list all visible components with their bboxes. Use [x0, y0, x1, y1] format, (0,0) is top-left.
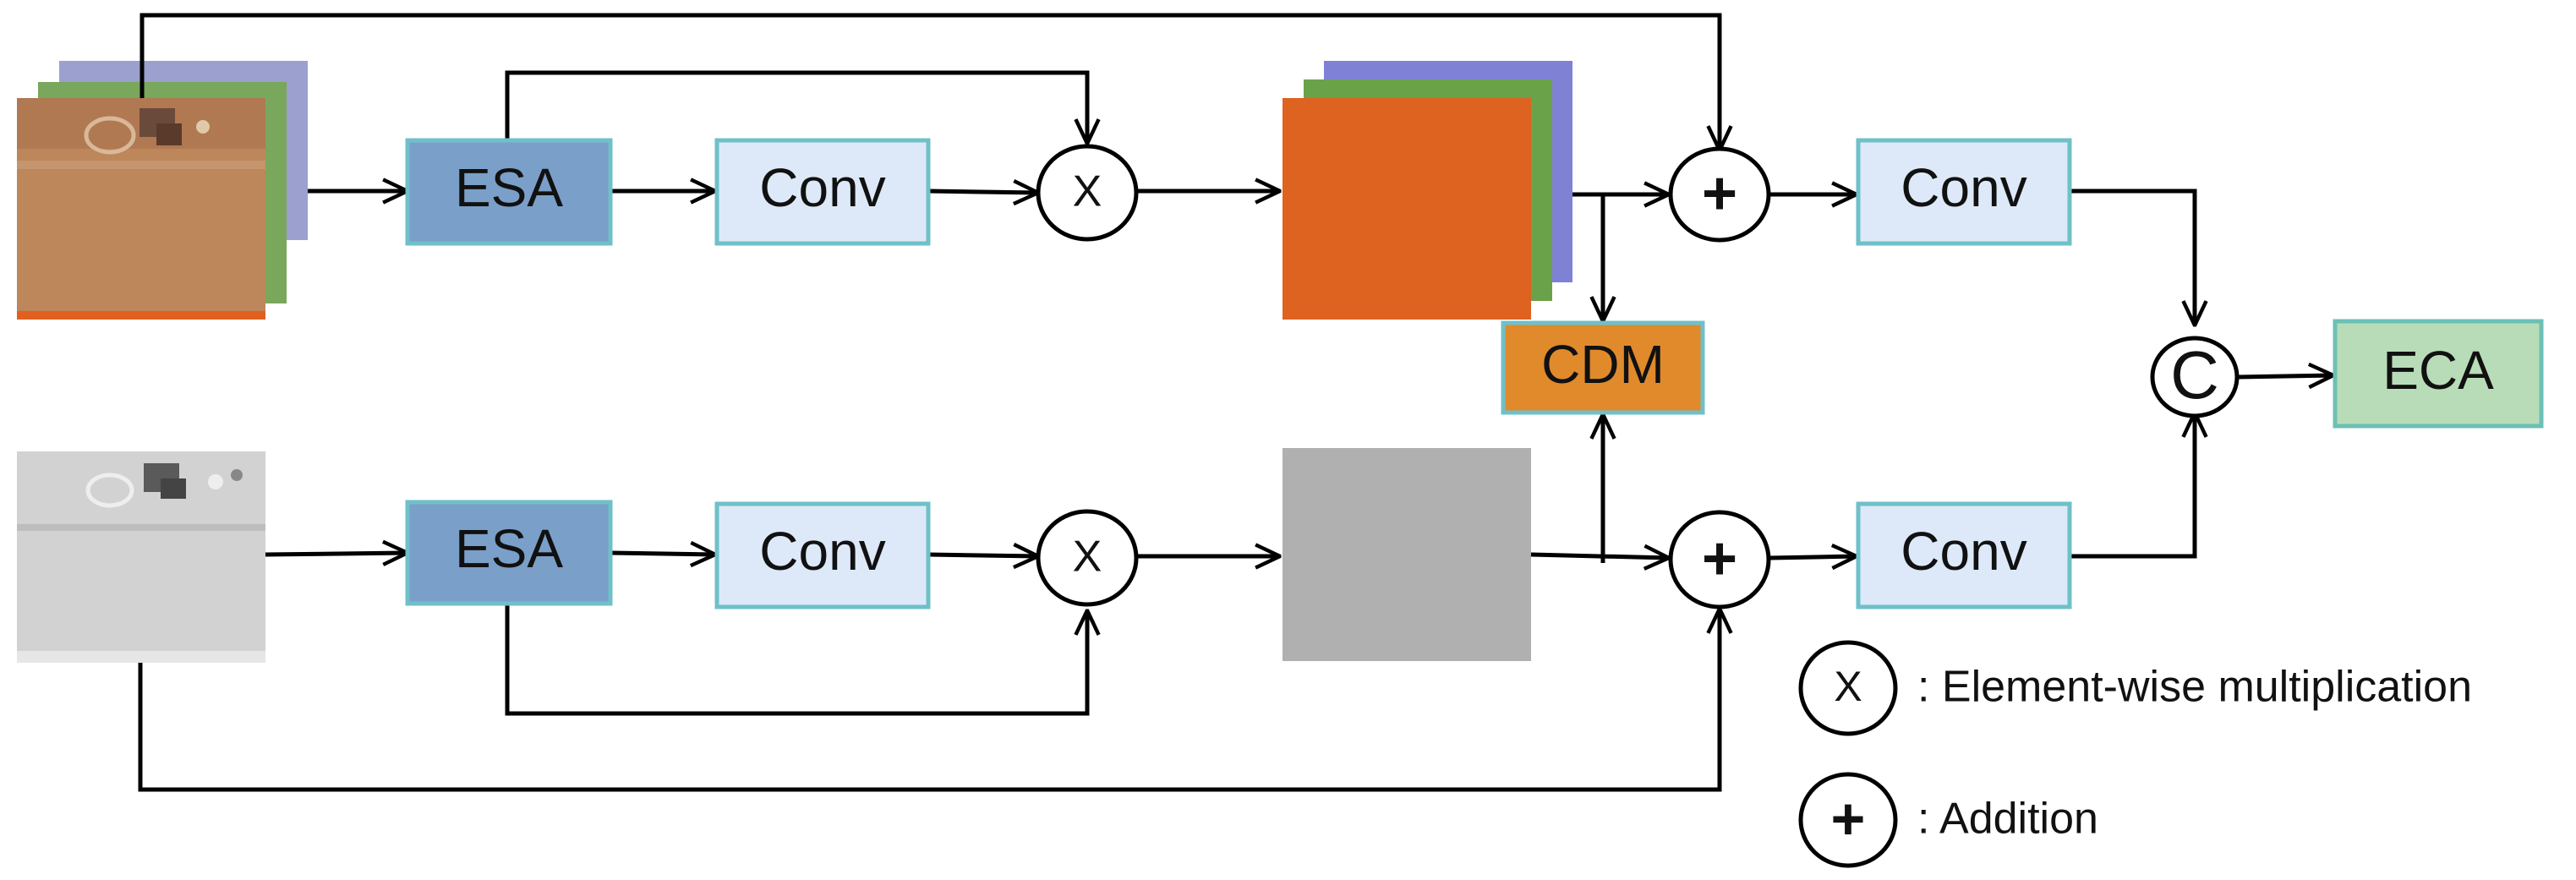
bottom-feature-map — [1283, 448, 1531, 661]
top-feature-map-stack — [1283, 61, 1572, 320]
legend-multiply-label: : Element-wise multiplication — [1917, 663, 2472, 712]
esa-block-top: ESA — [405, 138, 613, 246]
conv-block-top-2: Conv — [1856, 138, 2072, 246]
cdm-label: CDM — [1541, 334, 1665, 395]
multiply-bottom-symbol: X — [1073, 533, 1102, 582]
concat-operator: C — [2150, 336, 2240, 418]
rgb-image-stack-icon — [17, 61, 308, 320]
conv-block-bottom-1: Conv — [714, 501, 931, 609]
conv-bottom-1-label: Conv — [759, 521, 885, 582]
conv-top-1-label: Conv — [759, 157, 885, 218]
connections — [138, 13, 2333, 792]
grayscale-image-icon — [17, 451, 265, 663]
conv-top-2-label: Conv — [1901, 157, 2026, 218]
cdm-block: CDM — [1501, 320, 1705, 415]
legend-add-symbol: + — [1831, 785, 1866, 851]
legend: X : Element-wise multiplication + : Addi… — [1798, 640, 2472, 868]
add-top-symbol: + — [1702, 160, 1737, 227]
multiply-top-symbol: X — [1073, 167, 1102, 216]
legend-multiply-symbol: X — [1834, 663, 1862, 710]
eca-label: ECA — [2382, 340, 2494, 401]
eca-block: ECA — [2333, 319, 2544, 429]
conv-bottom-2-label: Conv — [1901, 521, 2026, 582]
esa-top-label: ESA — [455, 157, 563, 218]
add-operator-bottom: + — [1668, 510, 1771, 609]
multiply-operator-bottom: X — [1036, 509, 1139, 607]
esa-bottom-label: ESA — [455, 518, 563, 579]
conv-block-bottom-2: Conv — [1856, 501, 2072, 609]
add-operator-top: + — [1668, 146, 1771, 243]
legend-add-item: + : Addition — [1798, 772, 2098, 868]
esa-block-bottom: ESA — [405, 500, 613, 606]
legend-multiply-item: X : Element-wise multiplication — [1798, 640, 2472, 736]
add-bottom-symbol: + — [1702, 525, 1737, 593]
legend-add-label: : Addition — [1917, 795, 2098, 844]
conv-block-top-1: Conv — [714, 138, 931, 246]
concat-symbol: C — [2170, 337, 2219, 413]
multiply-operator-top: X — [1036, 144, 1139, 242]
